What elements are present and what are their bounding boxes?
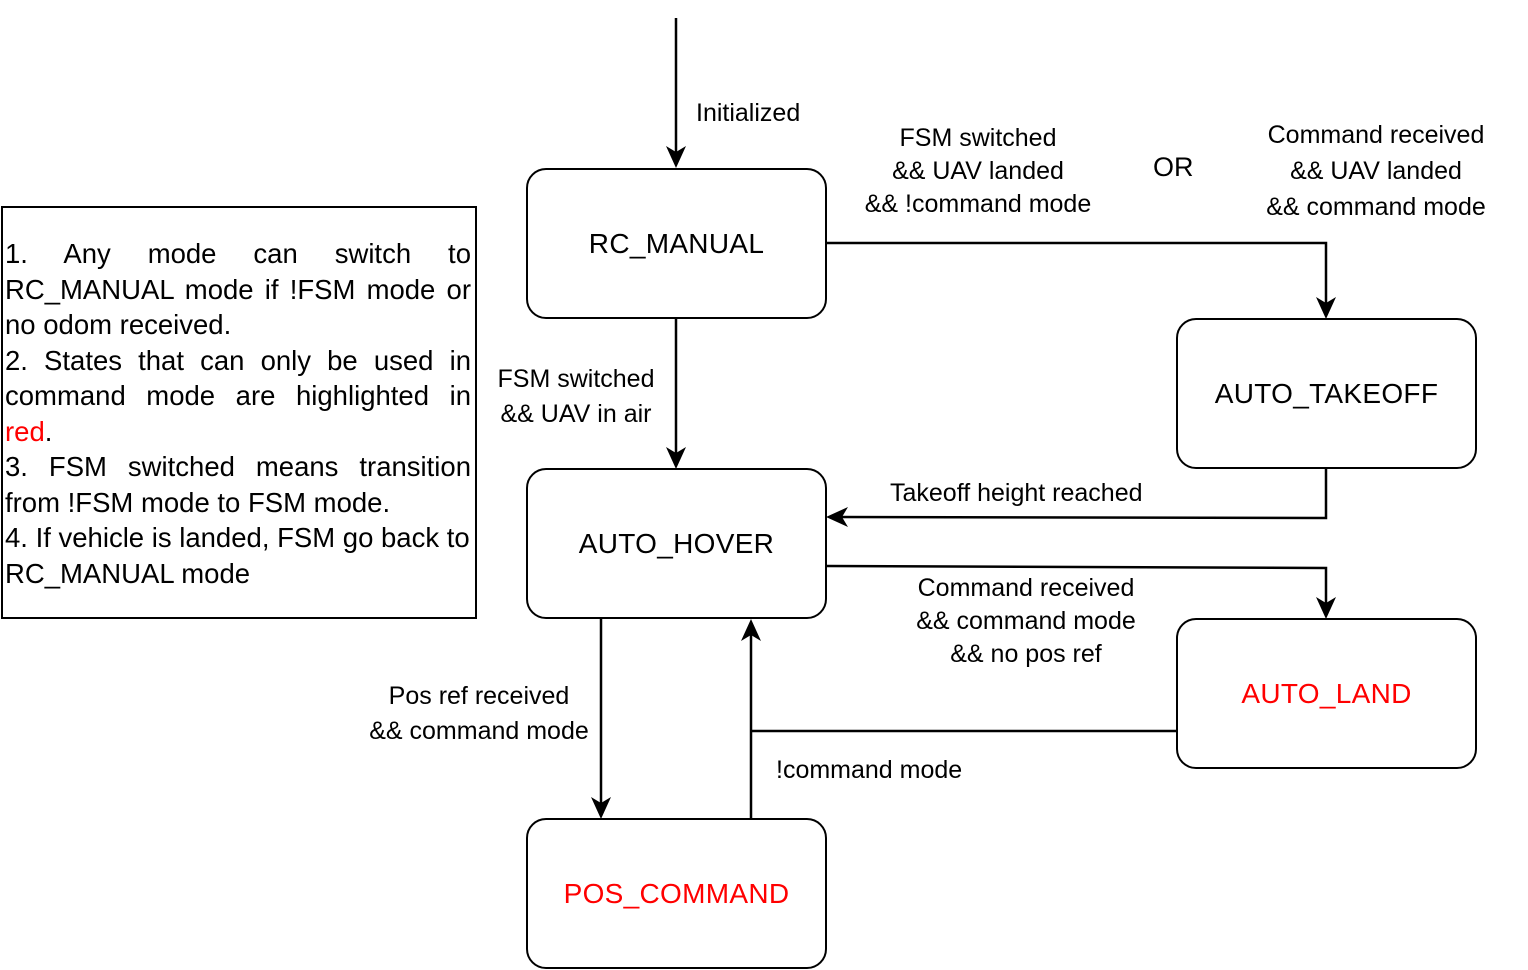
note-3: 3. FSM switched means transition from !F…: [5, 451, 471, 518]
label-to-pos-command: Pos ref received && command mode: [356, 679, 602, 749]
label-not-command-mode: !command mode: [776, 754, 962, 787]
arrowhead-hover-bottom: [741, 619, 761, 641]
state-rc-manual[interactable]: RC_MANUAL: [526, 168, 827, 319]
label-or: OR: [1153, 151, 1194, 184]
note-2-text: 2. States that can only be used in comma…: [5, 344, 471, 412]
state-auto-takeoff[interactable]: AUTO_TAKEOFF: [1176, 318, 1477, 469]
arrowhead-hover-top: [666, 447, 686, 469]
label-line: && command mode: [916, 607, 1136, 635]
state-rc-manual-label: RC_MANUAL: [588, 227, 765, 259]
label-line: && UAV in air: [500, 400, 652, 428]
edge-takeoff-to-hover: [835, 469, 1328, 520]
arrowhead-takeoff: [1316, 297, 1336, 319]
label-or-text: OR: [1153, 152, 1194, 182]
arrowhead-hover-right: [826, 507, 848, 527]
label-line: && command mode: [1266, 193, 1486, 221]
notes-box: 1. Any mode can switch to RC_MANUAL mode…: [1, 206, 477, 619]
state-auto-hover[interactable]: AUTO_HOVER: [526, 468, 827, 619]
label-to-land: Command received && command mode && no p…: [900, 572, 1152, 671]
label-line: && no pos ref: [950, 640, 1102, 668]
label-line: && command mode: [369, 717, 589, 745]
label-not-command-mode-text: !command mode: [776, 756, 963, 784]
state-auto-land-label: AUTO_LAND: [1241, 677, 1412, 709]
state-pos-command[interactable]: POS_COMMAND: [526, 818, 827, 969]
note-2-period: .: [44, 415, 53, 447]
label-line: Command received: [917, 574, 1135, 602]
state-pos-command-label: POS_COMMAND: [563, 877, 790, 909]
label-to-takeoff-b: Command received && UAV landed && comman…: [1254, 117, 1498, 225]
state-auto-land[interactable]: AUTO_LAND: [1176, 618, 1477, 769]
arrowhead-land: [1316, 597, 1336, 619]
label-line: && UAV landed: [1290, 157, 1462, 185]
label-line: && !command mode: [864, 190, 1092, 218]
note-4: 4. If vehicle is landed, FSM go back to …: [5, 522, 470, 589]
label-to-takeoff-a: FSM switched && UAV landed && !command m…: [852, 122, 1104, 221]
label-to-hover-from-manual: FSM switched && UAV in air: [488, 362, 664, 432]
label-line: Pos ref received: [388, 682, 570, 710]
note-1: 1. Any mode can switch to RC_MANUAL mode…: [5, 238, 471, 340]
state-auto-hover-label: AUTO_HOVER: [578, 527, 775, 559]
label-line: FSM switched: [497, 365, 655, 393]
edge-hover-to-land: [826, 564, 1328, 610]
label-initialized-text: Initialized: [696, 99, 801, 127]
state-auto-takeoff-label: AUTO_TAKEOFF: [1214, 377, 1439, 409]
label-line: Command received: [1267, 121, 1485, 149]
label-line: FSM switched: [899, 124, 1057, 152]
note-2: 2. States that can only be used in comma…: [5, 343, 471, 450]
label-takeoff-reached-text: Takeoff height reached: [890, 479, 1143, 507]
label-initialized: Initialized: [696, 97, 800, 130]
label-line: && UAV landed: [892, 157, 1064, 185]
arrowhead-initial: [666, 146, 686, 168]
arrowhead-poscommand: [591, 797, 611, 819]
edge-manual-to-takeoff: [827, 241, 1328, 310]
label-takeoff-reached: Takeoff height reached: [890, 477, 1143, 510]
note-2-red-highlight: red: [5, 415, 45, 447]
